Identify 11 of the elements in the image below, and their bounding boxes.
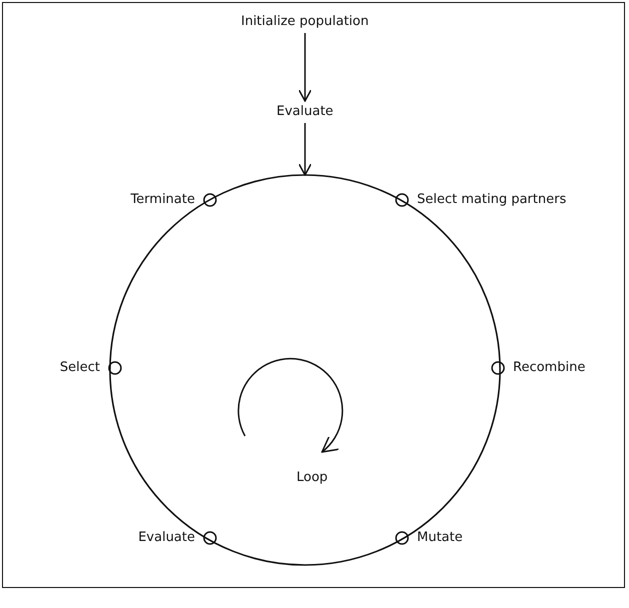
step-label: Select mating partners xyxy=(417,192,566,208)
loop-label: Loop xyxy=(296,470,328,486)
step-label: Mutate xyxy=(417,530,463,546)
step-label: Evaluate xyxy=(138,530,195,546)
arrow xyxy=(298,33,312,102)
arrow xyxy=(298,123,312,176)
step-label: Evaluate xyxy=(276,104,334,120)
step-label: Recombine xyxy=(513,360,586,376)
step-label: Terminate xyxy=(130,192,195,208)
step-label: Initialize population xyxy=(241,14,369,30)
step-label: Select xyxy=(60,360,100,376)
